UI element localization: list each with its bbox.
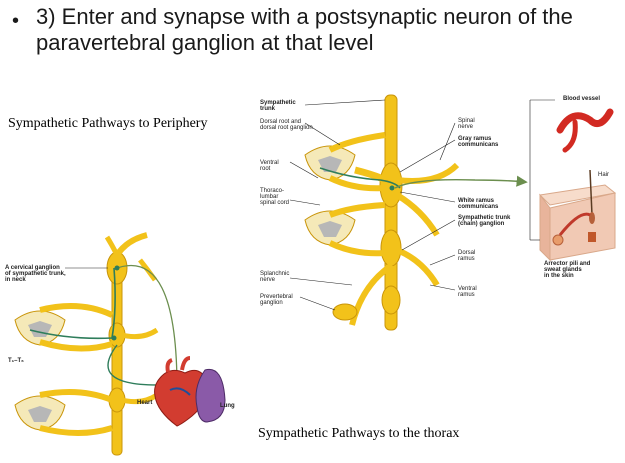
label-hair: Hair — [598, 172, 609, 178]
postganglionic-fiber-arrow — [394, 175, 528, 189]
label-chain-ganglion: Sympathetic trunk(chain) ganglion — [458, 215, 511, 227]
heart-illustration — [154, 356, 209, 427]
thorax-spinal-cord-upper — [14, 303, 159, 352]
caption-thorax: Sympathetic Pathways to the thorax — [258, 426, 460, 441]
label-lung: Lung — [220, 403, 235, 409]
thorax-spinal-cord-lower — [14, 389, 159, 436]
thorax-sympathetic-trunk — [111, 254, 123, 456]
spinal-cord-upper — [304, 132, 387, 192]
hair-shaft — [589, 169, 593, 216]
ventral-ramus-branch — [395, 192, 440, 237]
chain-ganglion-upper — [379, 162, 403, 208]
synapse-dot — [389, 185, 395, 191]
label-heart: Heart — [137, 400, 152, 406]
thoracic-postganglionic-fiber — [107, 344, 177, 386]
preganglionic-fiber — [319, 167, 401, 189]
blood-vessel — [556, 108, 614, 134]
prevertebral-ganglion — [332, 303, 358, 321]
sweat-gland — [552, 234, 564, 246]
skin-block — [538, 169, 617, 262]
spinal-cord-lower — [304, 202, 386, 257]
arrector-pili — [558, 212, 591, 236]
ventral-ramus-lower — [395, 247, 440, 287]
caption-periphery: Sympathetic Pathways to Periphery — [8, 116, 208, 131]
bullet-marker: • — [12, 10, 20, 32]
label-blood-vessel: Blood vessel — [563, 96, 600, 102]
spinal-nerve-branch — [396, 162, 460, 184]
chain-ganglion-lower — [381, 285, 401, 315]
lung-illustration — [195, 368, 226, 423]
title-text: 3) Enter and synapse with a postsynaptic… — [36, 4, 573, 55]
label-t1-t6: T₁–T₆ — [8, 358, 24, 364]
